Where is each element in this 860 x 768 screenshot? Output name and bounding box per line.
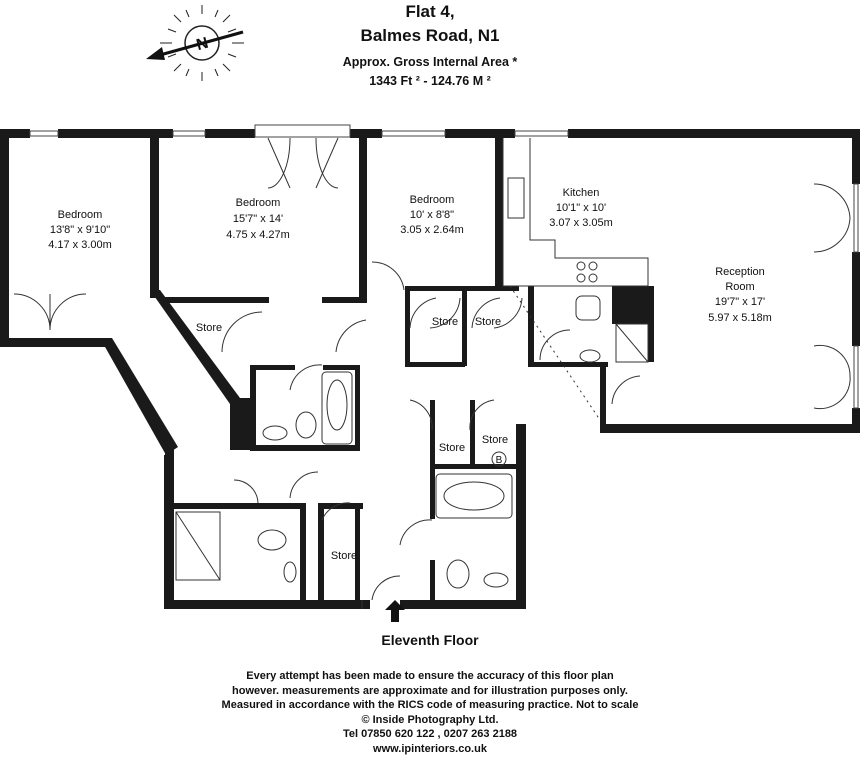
disclaimer-line: Every attempt has been made to ensure th… — [246, 670, 614, 682]
bedroom1-imperial: 13'8" x 9'10" — [50, 224, 110, 236]
reception-imperial: 19'7" x 17' — [715, 296, 765, 308]
bedroom3-imperial: 10' x 8'8" — [410, 209, 454, 221]
bedroom3-metric: 3.05 x 2.64m — [400, 224, 464, 236]
reception-metric: 5.97 x 5.18m — [708, 312, 772, 324]
copyright-line: © Inside Photography Ltd. — [361, 713, 499, 726]
boiler-mark: B — [496, 455, 503, 466]
plan-title-line1: Flat 4, — [405, 2, 455, 21]
store-label: Store — [475, 316, 501, 328]
disclaimer: Every attempt has been made to ensure th… — [0, 669, 860, 756]
store-label: Store — [196, 322, 222, 334]
bedroom2-metric: 4.75 x 4.27m — [226, 229, 290, 241]
kitchen-imperial: 10'1" x 10' — [556, 202, 606, 214]
area-label: Approx. Gross Internal Area * — [342, 55, 518, 69]
floor-label: Eleventh Floor — [381, 632, 479, 648]
website-line: www.ipinteriors.co.uk — [373, 742, 487, 755]
area-value: 1343 Ft ² - 124.76 M ² — [369, 74, 491, 88]
store-label: Store — [482, 434, 508, 446]
reception-name-line1: Reception — [715, 266, 765, 278]
entrance-arrow-icon — [385, 600, 405, 622]
compass-letter: N — [195, 35, 211, 54]
reception-name-line2: Room — [725, 281, 754, 293]
store-label: Store — [432, 316, 458, 328]
bedroom2-imperial: 15'7" x 14' — [233, 213, 283, 225]
bedroom1-metric: 4.17 x 3.00m — [48, 239, 112, 251]
disclaimer-line: however. measurements are approximate an… — [232, 684, 628, 697]
store-label: Store — [331, 550, 357, 562]
bedroom2-name: Bedroom — [236, 197, 281, 209]
bedroom1-name: Bedroom — [58, 209, 103, 221]
disclaimer-line: Measured in accordance with the RICS cod… — [221, 699, 639, 711]
phone-line: Tel 07850 620 122 , 0207 263 2188 — [342, 728, 518, 740]
walls — [0, 129, 860, 609]
store-label: Store — [439, 442, 465, 454]
compass-icon: N — [146, 5, 244, 81]
kitchen-metric: 3.07 x 3.05m — [549, 217, 613, 229]
bedroom3-name: Bedroom — [410, 194, 455, 206]
kitchen-name: Kitchen — [563, 187, 600, 199]
plan-title-line2: Balmes Road, N1 — [360, 26, 500, 45]
